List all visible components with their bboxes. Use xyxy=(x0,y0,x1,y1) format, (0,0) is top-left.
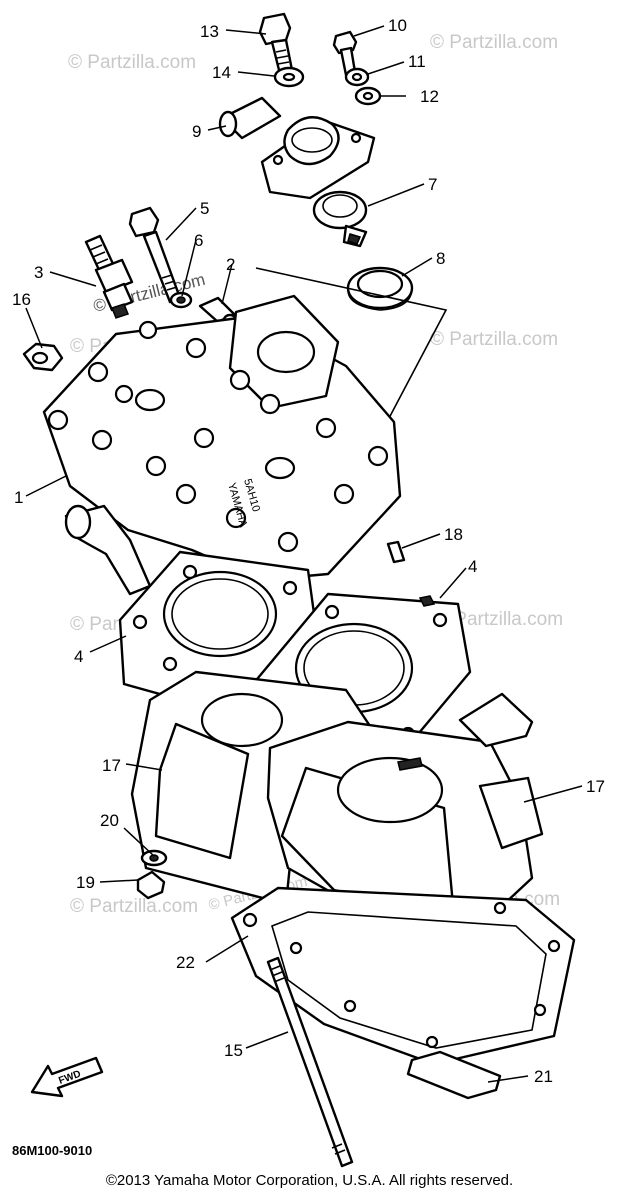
callout-3: 3 xyxy=(34,263,43,282)
leader-lines xyxy=(25,25,583,1083)
callout-15: 15 xyxy=(224,1041,243,1060)
callout-9: 9 xyxy=(192,122,201,141)
callout-7: 7 xyxy=(428,175,437,194)
copyright-notice: ©2013 Yamaha Motor Corporation, U.S.A. A… xyxy=(105,1172,514,1189)
callout-10: 10 xyxy=(388,16,407,35)
callout-8: 8 xyxy=(436,249,445,268)
callout-19: 19 xyxy=(76,873,95,892)
gasket-8-icon xyxy=(346,266,414,311)
watermark: © Partzilla.com xyxy=(435,609,563,630)
thermostat-7-icon xyxy=(312,190,368,248)
callout-1: 1 xyxy=(14,488,23,507)
callout-11: 11 xyxy=(408,52,426,71)
watermark: © Partzilla.com xyxy=(430,32,558,53)
reference-plate xyxy=(255,267,448,421)
callout-16: 16 xyxy=(12,290,31,309)
callouts: 13 10 14 11 12 9 7 5 6 3 2 8 16 1 18 4 4… xyxy=(12,16,605,1086)
bolt-19-icon xyxy=(136,870,166,900)
callout-4: 4 xyxy=(468,557,477,576)
watermark: © Partzilla.com xyxy=(68,52,196,73)
watermark: © Partzilla.com xyxy=(430,329,558,350)
callout-14: 14 xyxy=(212,63,231,82)
washer-14-icon xyxy=(273,66,305,88)
callout-4b: 4 xyxy=(74,647,83,666)
washer-12-icon xyxy=(354,86,382,106)
nut-16-icon xyxy=(22,342,64,372)
callout-20: 20 xyxy=(100,811,119,830)
washer-6-icon xyxy=(169,291,193,309)
callout-18: 18 xyxy=(444,525,463,544)
callout-5: 5 xyxy=(200,199,209,218)
callout-22: 22 xyxy=(176,953,195,972)
part-code: 86M100-9010 xyxy=(12,1143,92,1158)
washer-20-icon xyxy=(140,849,168,867)
callout-17b: 17 xyxy=(586,777,605,796)
fwd-arrow-icon: FWD xyxy=(30,1056,104,1098)
watermark: © Partzilla.com xyxy=(70,896,198,917)
stud-bolt-15-icon xyxy=(266,956,354,1168)
bolt-5-icon xyxy=(128,206,182,304)
plate-21-icon xyxy=(406,1050,502,1100)
callout-2: 2 xyxy=(226,255,235,274)
callout-13: 13 xyxy=(200,22,219,41)
callout-17: 17 xyxy=(102,756,121,775)
cylinder-head-1-icon: YAMAHA 5AH10 xyxy=(42,294,402,596)
spark-plug-3-icon xyxy=(84,234,134,319)
callout-21: 21 xyxy=(534,1067,553,1086)
callout-6: 6 xyxy=(194,231,203,250)
thermostat-cover-9-icon xyxy=(218,96,376,200)
washer-11-icon xyxy=(344,67,370,87)
dowel-18-icon xyxy=(386,540,406,564)
callout-12: 12 xyxy=(420,87,439,106)
